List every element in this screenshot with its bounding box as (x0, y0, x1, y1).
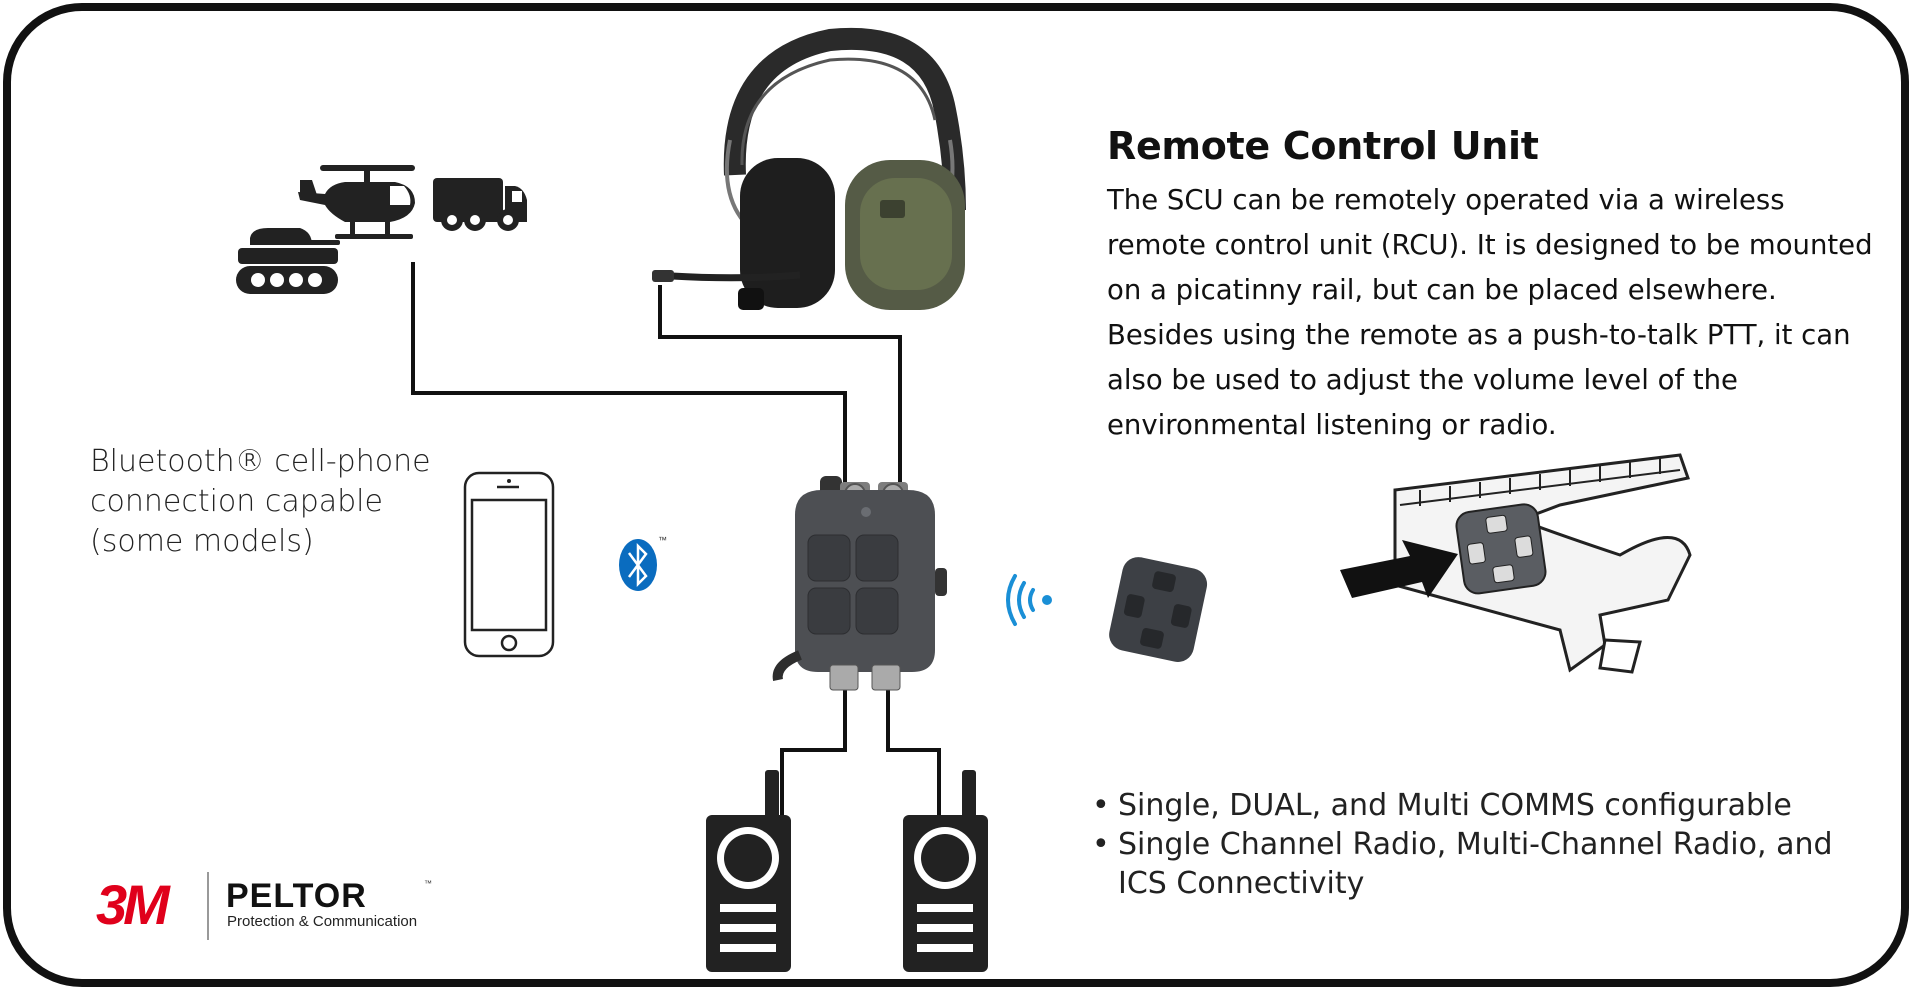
frame-border (3, 3, 1909, 987)
rifle-remote-image (1393, 453, 1692, 674)
rcu-title: Remote Control Unit (1107, 124, 1539, 168)
brand-logo-3m: 3M (96, 873, 170, 936)
wireless-signal-icon (1006, 574, 1052, 626)
bluetooth-icon (619, 539, 657, 591)
brand-trademark: ™ (424, 879, 432, 888)
tank-icon (236, 228, 340, 294)
cable-headset (658, 285, 902, 483)
truck-icon (433, 178, 527, 231)
radio-icon-left (706, 770, 791, 972)
brand-tagline: Protection & Communication (227, 913, 418, 930)
feature-item: Single Channel Radio, Multi-Channel Radi… (1088, 825, 1888, 903)
connection-cables (411, 262, 941, 830)
brand-name: PELTOR (226, 877, 367, 915)
cable-radio-right (886, 680, 941, 830)
radio-icon-right (903, 770, 988, 972)
cable-radio-left (780, 680, 847, 830)
smartphone-icon (463, 471, 555, 658)
bluetooth-note: Bluetooth® cell-phone connection capable… (90, 444, 431, 559)
cable-vehicles (411, 262, 847, 483)
bluetooth-trademark: ™ (658, 535, 667, 545)
feature-item: Single, DUAL, and Multi COMMS configurab… (1088, 786, 1888, 825)
feature-list: Single, DUAL, and Multi COMMS configurab… (1088, 786, 1888, 903)
remote-control-image (1109, 557, 1208, 662)
arrow-icon (1340, 540, 1458, 598)
rcu-description: The SCU can be remotely operated via a w… (1107, 184, 1873, 441)
control-unit-image (772, 476, 947, 691)
helicopter-icon (298, 165, 415, 239)
headset-image (652, 27, 966, 310)
